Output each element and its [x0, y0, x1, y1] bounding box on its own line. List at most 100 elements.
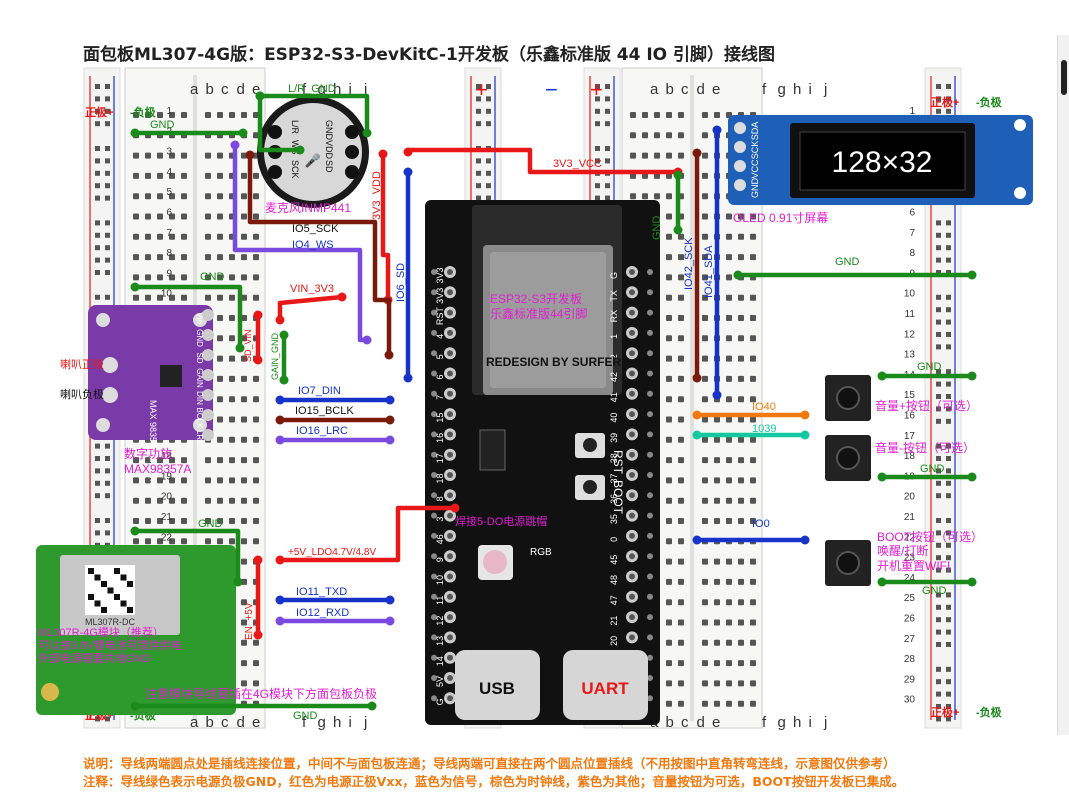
hole	[654, 132, 660, 139]
hole	[605, 96, 610, 102]
hole	[750, 396, 756, 403]
esp32-pin-hole	[431, 309, 437, 316]
hole	[936, 530, 941, 536]
hole	[750, 375, 756, 382]
mic-pin-right	[345, 165, 359, 179]
hole	[750, 436, 756, 443]
hole	[145, 457, 151, 464]
hole	[169, 193, 175, 200]
hole	[714, 518, 720, 524]
hole	[595, 84, 600, 89]
esp32-pin-hole	[431, 411, 437, 418]
hole	[241, 660, 247, 667]
rgb-led-lens	[483, 550, 507, 574]
hole	[936, 307, 941, 313]
hole	[595, 146, 600, 151]
hole	[105, 480, 110, 486]
row-number: 22	[161, 532, 173, 543]
qr-cell	[114, 568, 120, 574]
hole	[738, 700, 744, 707]
oled-pin-label: SDA	[750, 122, 760, 141]
esp32-pin-hole	[647, 451, 653, 458]
wire-vin-3v3-label: VIN_3V3	[290, 283, 334, 295]
hole	[95, 195, 100, 201]
redesign-label: REDESIGN BY SURFER	[486, 355, 621, 369]
hole	[95, 84, 100, 89]
hole	[95, 220, 100, 226]
esp32-pin-hole	[431, 390, 437, 397]
hole	[241, 152, 247, 159]
qr-cell	[107, 587, 114, 594]
esp32-pin-label-left: 3	[435, 517, 445, 522]
wire-lr-gnd-left-end-b	[295, 145, 305, 155]
hole	[133, 274, 139, 281]
hole	[936, 443, 941, 449]
hole	[750, 213, 756, 220]
hole	[105, 121, 110, 127]
hole	[936, 666, 941, 672]
hole	[946, 84, 951, 89]
wire-gnd-oled-end-a	[673, 225, 683, 235]
qr-cell	[88, 594, 94, 600]
rail-minus-label: -负极	[976, 95, 1003, 109]
hole	[241, 680, 247, 687]
hole	[169, 254, 175, 261]
hole	[702, 619, 708, 626]
hole	[678, 274, 684, 281]
hole	[666, 599, 672, 606]
usb-label: USB	[479, 679, 515, 698]
hole	[678, 233, 684, 240]
scrollbar-thumb[interactable]	[1061, 60, 1067, 95]
wire-sd-vin-end-b	[253, 355, 263, 365]
amp-mount-hole	[193, 418, 207, 432]
hole	[738, 497, 744, 504]
hole	[157, 233, 163, 240]
wire-3v3-vdd-label: 3V3_VDD	[371, 171, 383, 220]
mic-pin-label-left: SCK	[290, 160, 300, 179]
wire-vin-3v3-end-a	[275, 315, 285, 325]
wire-io11-txd-end-a	[275, 595, 285, 605]
hole	[946, 666, 951, 672]
wire-io40-label: IO40	[752, 401, 776, 413]
esp32-pin-hole	[447, 593, 453, 600]
hole	[678, 436, 684, 443]
hole	[702, 335, 708, 342]
hole	[169, 294, 175, 301]
row-number: 8	[909, 248, 915, 259]
hole	[666, 254, 672, 261]
hole	[738, 233, 744, 240]
hole	[714, 578, 720, 585]
hole	[642, 193, 648, 200]
hole	[702, 355, 708, 362]
row-number: 19	[161, 471, 173, 482]
usb-connector	[455, 650, 540, 720]
esp32-pin-hole	[629, 472, 635, 478]
qr-cell	[88, 568, 94, 574]
hole	[605, 183, 610, 189]
wire-io4-ws-end-a	[230, 140, 240, 150]
hole	[105, 456, 110, 461]
hole	[946, 704, 951, 709]
module4g-label: ML307R-4G模块（推荐）	[38, 625, 164, 639]
hole	[642, 112, 648, 118]
uart-connector	[563, 650, 648, 720]
hole	[253, 639, 259, 646]
hole	[678, 680, 684, 687]
row-number: 3	[166, 147, 172, 158]
hole	[666, 375, 672, 382]
hole	[738, 355, 744, 362]
rail-minus-label: -负极	[976, 705, 1003, 719]
esp32-pin-hole	[447, 573, 453, 580]
amp-pin	[202, 409, 214, 421]
esp32-pin-label-left: 6	[435, 374, 445, 379]
board-right-channel	[690, 75, 694, 721]
hole	[157, 254, 163, 261]
wire-gnd-mic-end-a	[130, 128, 140, 138]
hole	[205, 294, 211, 301]
amp-chip	[160, 365, 182, 387]
hole	[738, 416, 744, 423]
scrollbar[interactable]	[1057, 35, 1069, 735]
esp32-pin-hole	[629, 451, 635, 458]
esp32-pin-hole	[629, 614, 635, 621]
